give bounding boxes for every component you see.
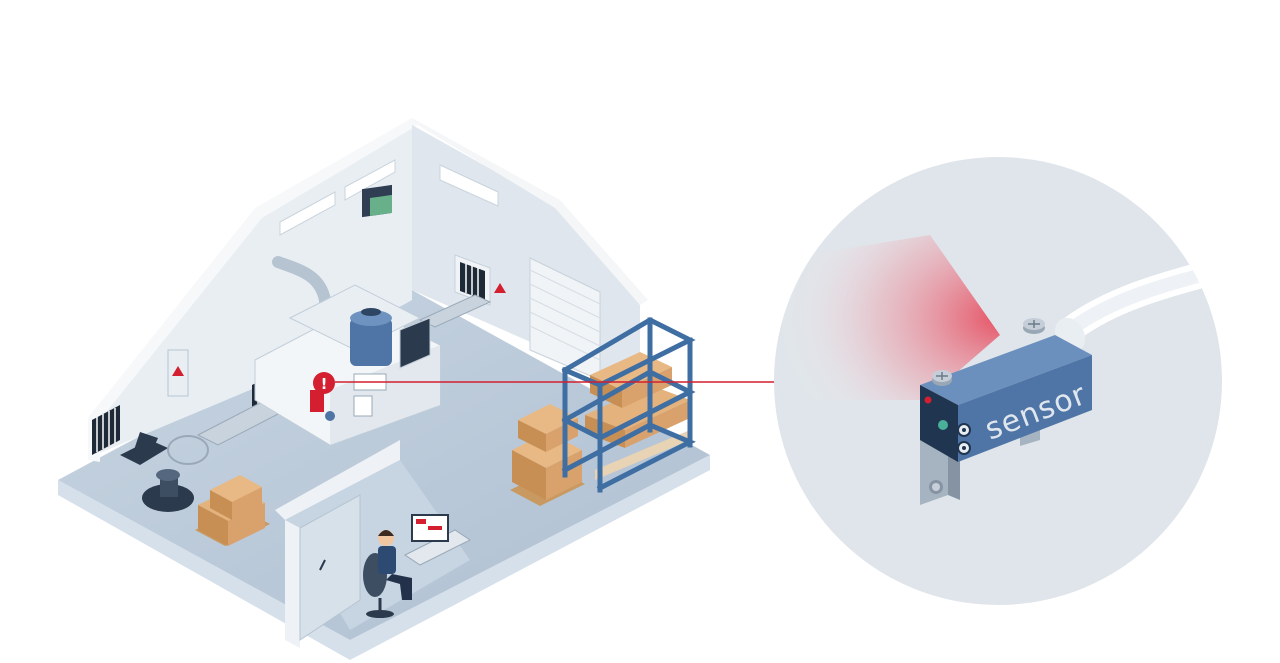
cnc-machine xyxy=(254,284,441,446)
cage-right xyxy=(454,254,491,306)
warning-sign-left xyxy=(172,366,184,376)
worker-body xyxy=(378,546,396,574)
cage-left xyxy=(92,405,120,455)
robot-base xyxy=(142,469,194,512)
shelving-rack xyxy=(561,317,696,493)
robot-arm xyxy=(120,432,168,465)
alert-icon[interactable]: ! xyxy=(313,372,335,394)
sensor-device-icon[interactable]: sensor xyxy=(920,318,1092,505)
floor-slab-side xyxy=(58,455,710,660)
warning-sign-right xyxy=(494,283,506,293)
factory-illustration: ! xyxy=(58,118,710,660)
drum xyxy=(167,435,209,465)
office xyxy=(275,440,471,648)
back-wall-right-edge xyxy=(412,118,648,305)
pallet-left xyxy=(195,475,270,546)
windows xyxy=(279,159,499,236)
alert-symbol: ! xyxy=(321,375,328,393)
sensor-beam xyxy=(776,235,1000,400)
sensor-zoom-view: sensor xyxy=(774,157,1222,605)
roller-door xyxy=(529,257,601,381)
